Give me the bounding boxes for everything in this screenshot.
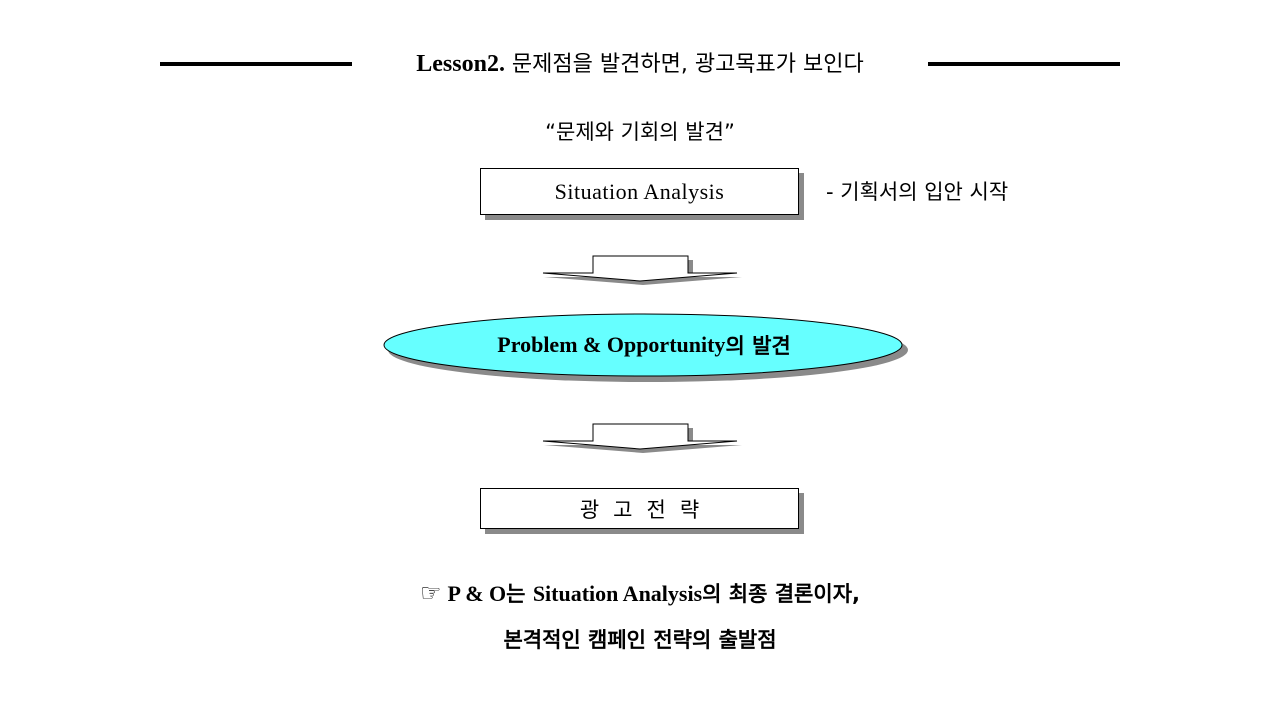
conclusion-line-2: 본격적인 캠페인 전략의 출발점 xyxy=(503,628,777,652)
section-quote: “문제와 기회의 발견” xyxy=(545,120,735,144)
situation-analysis-label: Situation Analysis xyxy=(554,178,725,204)
page-title-lesson: Lesson2. xyxy=(416,51,505,77)
header-rule-right xyxy=(928,62,1120,66)
ellipse-label-en: Problem & Opportunity xyxy=(497,332,726,357)
problem-opportunity-ellipse xyxy=(383,313,908,382)
down-arrow-icon xyxy=(542,255,742,285)
conclusion-situation: Situation Analysis xyxy=(532,581,703,606)
conclusion-line-1: ☞P & O는 Situation Analysis의 최종 결론이자, xyxy=(300,578,980,608)
situation-analysis-box: Situation Analysis xyxy=(480,168,799,215)
pointing-hand-icon: ☞ xyxy=(419,579,442,607)
ad-strategy-label: 광고전략 xyxy=(579,497,714,522)
ellipse-label-ko: 의 발견 xyxy=(725,334,791,358)
down-arrow-icon xyxy=(542,423,742,453)
situation-note: - 기획서의 입안 시작 xyxy=(826,180,1009,204)
conclusion-particle: 는 xyxy=(506,582,533,606)
ad-strategy-box: 광고전략 xyxy=(480,488,799,529)
page-title: Lesson2. 문제점을 발견하면, 광고목표가 보인다 xyxy=(352,46,928,78)
header-rule-left xyxy=(160,62,352,66)
page-title-text: 문제점을 발견하면, 광고목표가 보인다 xyxy=(504,52,864,77)
conclusion-po: P & O xyxy=(447,581,507,606)
conclusion-rest: 의 최종 결론이자, xyxy=(702,582,860,606)
